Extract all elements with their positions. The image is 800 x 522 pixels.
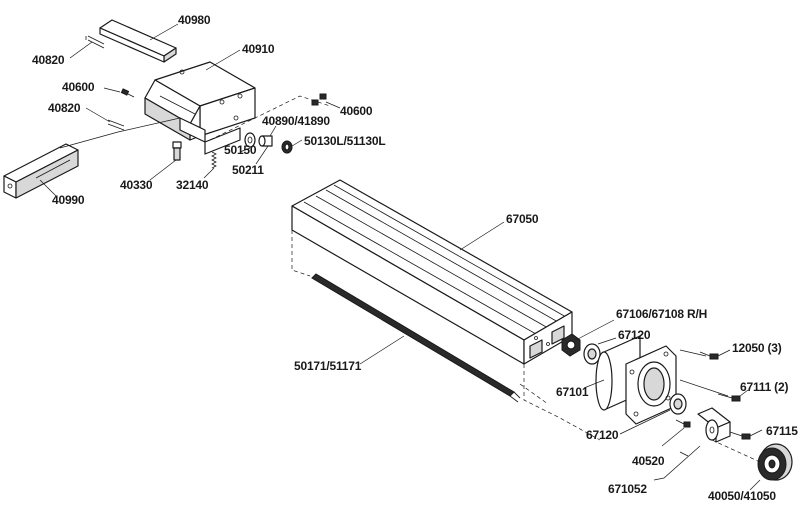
hidden-line-left	[291, 230, 311, 277]
screws-12050	[679, 349, 731, 360]
label-40520: 40520	[632, 454, 665, 468]
nut-67106	[561, 333, 581, 357]
label-40890: 40890/41890	[262, 114, 330, 128]
label-67120-lower: 67120	[586, 428, 619, 442]
bracket-67101	[595, 335, 677, 425]
bearing-67120-lower	[669, 393, 687, 415]
label-40820-lower: 40820	[48, 101, 81, 115]
label-67106: 67106/67108 R/H	[616, 307, 708, 321]
leader-67106	[575, 319, 615, 341]
hidden-line-handwheel	[711, 439, 761, 463]
screws-67111	[679, 379, 749, 402]
leader-67101	[583, 379, 605, 389]
label-67120-upper: 67120	[618, 328, 651, 342]
table-67050	[291, 179, 573, 365]
leadscrew-50171	[311, 273, 521, 403]
spring-32140	[211, 151, 217, 169]
hidden-line-mid	[519, 383, 549, 405]
leader-67120a	[597, 337, 617, 345]
label-40330: 40330	[120, 178, 153, 192]
leader-671052	[653, 445, 701, 481]
screw-40520	[661, 419, 691, 447]
bearing-67120-upper	[583, 343, 601, 365]
leader-50171	[359, 335, 405, 365]
screw-40330	[172, 141, 182, 161]
label-40990: 40990	[52, 193, 85, 207]
pin-top	[85, 35, 105, 49]
screw-40600-right	[311, 93, 327, 106]
label-67111: 67111 (2)	[740, 380, 789, 394]
label-67101: 67101	[556, 385, 589, 399]
label-50130: 50130L/51130L	[304, 134, 386, 148]
leader-67120b	[619, 409, 671, 435]
saddle-block	[144, 61, 256, 155]
leader-40050	[749, 479, 761, 491]
gib-strip-lower	[3, 143, 79, 199]
label-67050: 67050	[506, 212, 539, 226]
label-40910: 40910	[242, 42, 275, 56]
bushing-50150	[244, 132, 256, 148]
label-32140: 32140	[176, 178, 209, 192]
bushing-40890	[258, 135, 273, 147]
handwheel-40050	[757, 443, 793, 481]
label-40050: 40050/41050	[708, 489, 776, 503]
label-67115: 67115	[766, 424, 798, 438]
label-40600-right: 40600	[340, 104, 373, 118]
collar-671052	[697, 407, 731, 443]
label-50171: 50171/51171	[294, 359, 362, 373]
hidden-line-right	[523, 364, 601, 441]
gib-strip-top	[99, 19, 177, 63]
nut-50130	[281, 140, 293, 154]
pin-lower	[107, 119, 125, 131]
label-40980: 40980	[178, 13, 211, 27]
label-12050: 12050 (3)	[732, 341, 782, 355]
label-40820-top: 40820	[32, 53, 65, 67]
leader-lines-top	[39, 23, 341, 197]
label-671052: 671052	[608, 482, 647, 496]
screw-small-40520	[679, 451, 689, 457]
label-40600-left: 40600	[62, 80, 95, 94]
label-50211: 50211	[232, 163, 264, 177]
screw-67115	[729, 429, 763, 440]
label-50150: 50150	[224, 143, 257, 157]
leader-67050	[459, 221, 505, 251]
screw-40600-left	[120, 88, 135, 98]
